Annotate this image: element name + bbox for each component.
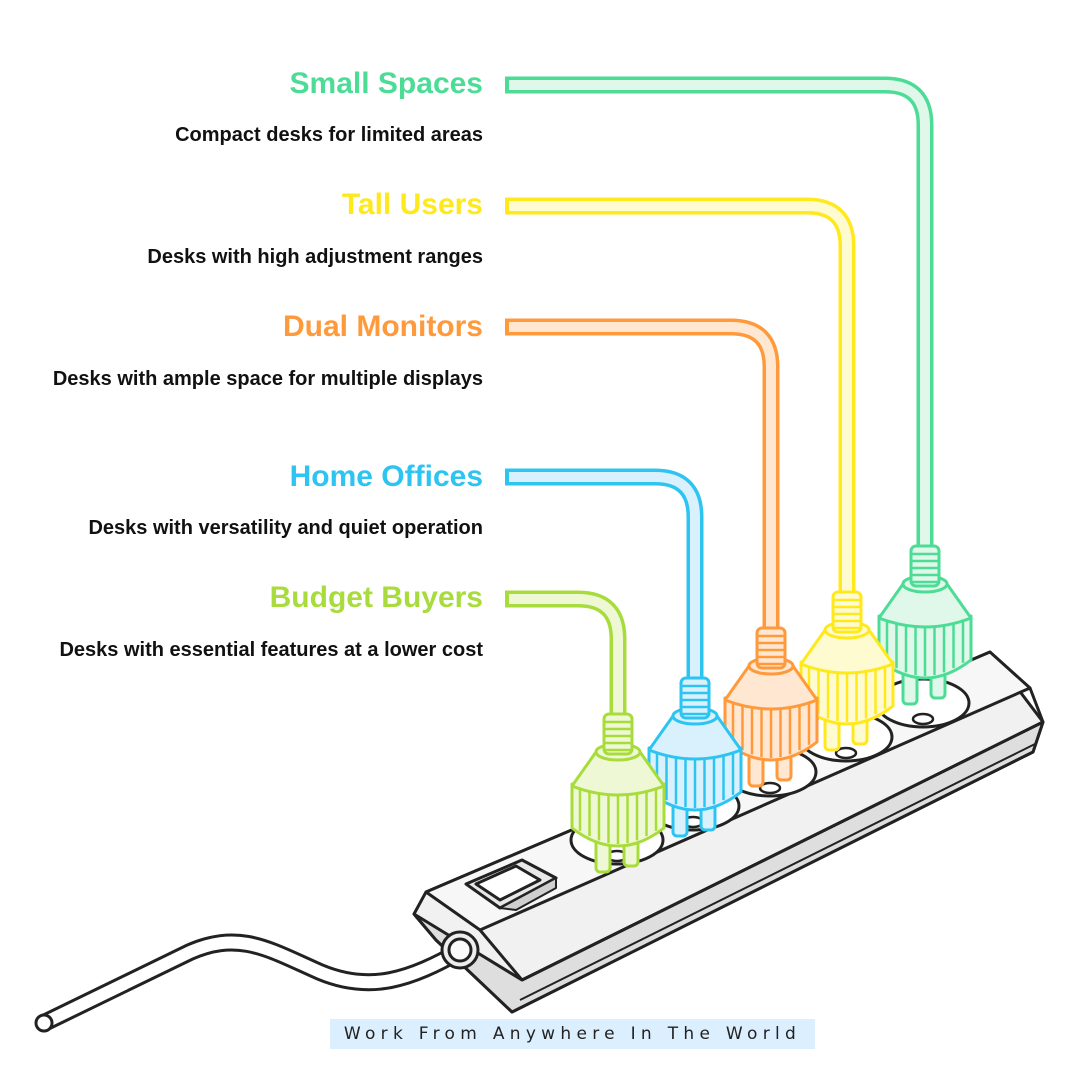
plug-icon (570, 712, 666, 874)
cable-group (505, 76, 934, 717)
category-title: Budget Buyers (269, 581, 483, 614)
category-description: Desks with essential features at a lower… (59, 639, 483, 661)
category-title: Home Offices (289, 460, 483, 493)
plug-icon (647, 676, 743, 838)
cable (505, 590, 627, 717)
cable (505, 468, 704, 681)
category-title: Tall Users (341, 188, 483, 221)
power-cord-inner (38, 936, 468, 1029)
category-title: Small Spaces (289, 67, 483, 100)
category-description: Desks with versatility and quiet operati… (88, 517, 483, 539)
plug-icon (799, 590, 895, 752)
category-description: Desks with high adjustment ranges (147, 246, 483, 268)
cable (505, 197, 856, 595)
cable (505, 76, 934, 549)
cord-end (34, 1013, 54, 1033)
footer-banner: Work From Anywhere In The World (330, 1019, 815, 1049)
plug-icon (723, 626, 819, 788)
category-description: Desks with ample space for multiple disp… (52, 368, 483, 390)
plug-icon (877, 544, 973, 706)
plug-group (570, 544, 973, 874)
category-title: Dual Monitors (283, 310, 483, 343)
switch-icon (464, 858, 558, 911)
cable (505, 318, 780, 631)
category-description: Compact desks for limited areas (175, 124, 483, 146)
